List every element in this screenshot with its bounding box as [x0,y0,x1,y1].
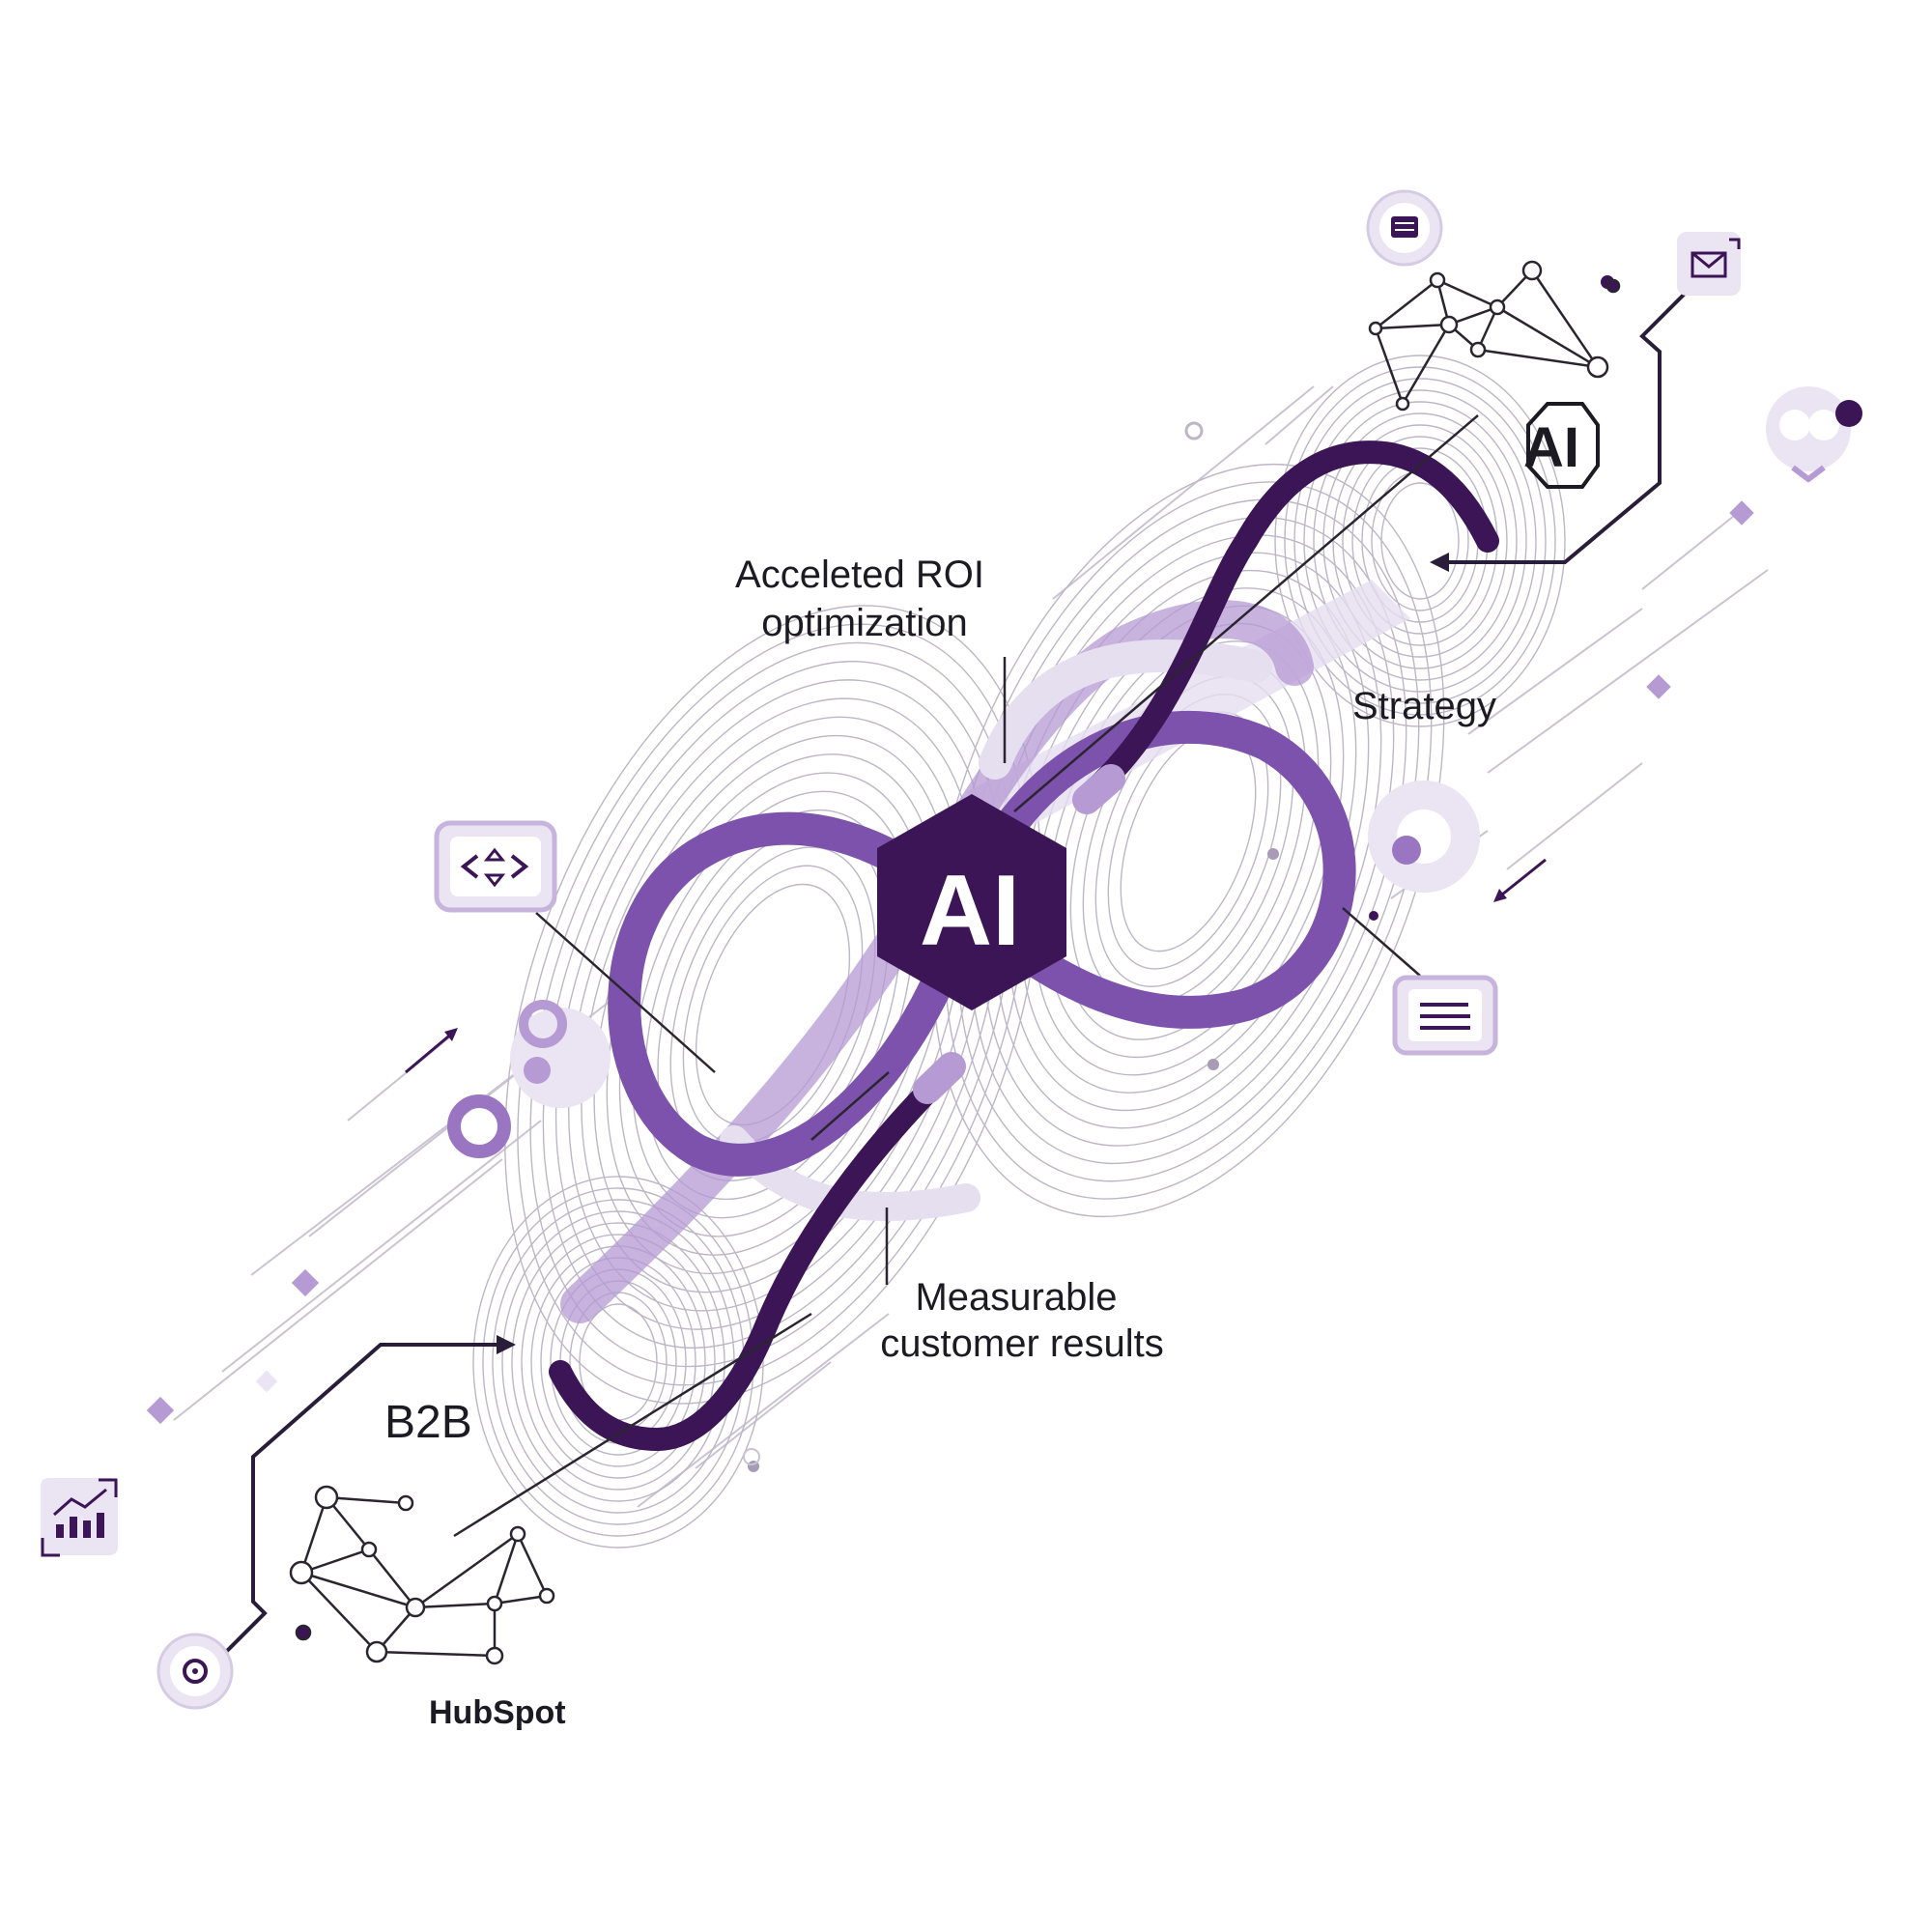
network-node [485,1646,504,1665]
contour-ring [511,1222,725,1502]
network-edge [1375,323,1450,330]
target-icon [156,1633,234,1710]
network-edge [494,1594,548,1605]
network-node [289,1560,314,1585]
arrow-head-top [1430,553,1449,572]
contour-ring [593,734,952,1275]
text-lines-icon [1392,975,1498,1056]
network-node [397,1494,414,1512]
network-node [314,1485,339,1510]
network-edge [1401,324,1451,405]
dark-ribbon-upper [1080,440,1499,804]
network-edge [376,1650,496,1658]
user-icon [1766,386,1862,483]
network-node [295,1624,312,1641]
network-bottom [289,1485,555,1665]
pale-arc-top [979,639,1272,780]
network-node [1439,315,1459,334]
network-node [509,1525,526,1543]
network-node [1429,271,1446,289]
network-node [1395,396,1410,412]
contour-ring [1303,389,1537,693]
contour-ring [521,1234,716,1491]
network-edge [1496,305,1599,369]
network-node [360,1541,378,1558]
document-icon [1366,189,1443,267]
results-label-line1: Measurable [915,1276,1117,1319]
contour-ring [1274,355,1566,727]
code-icon [434,820,557,913]
ai-hexagon: AI [877,794,1066,1010]
ai-center-label: AI [920,855,1020,967]
contour-ring [1322,412,1518,669]
network-node [405,1597,426,1618]
network-node [538,1587,555,1605]
right-rings [1368,781,1480,893]
chart-growth-icon [41,1478,118,1557]
left-rings [447,1000,611,1158]
network-edge [1436,278,1498,309]
ai-badge-label: AI [1523,416,1579,479]
connector-lines [453,414,1479,1538]
contour-ring [1380,482,1460,600]
network-edge [1477,348,1599,369]
hubspot-label: HubSpot [429,1694,566,1731]
network-edge [1375,279,1438,329]
network-node [1605,278,1621,294]
network-edge [300,1571,416,1609]
ai-badge: AI [1523,402,1600,489]
contour-ring [1293,378,1547,704]
decorative-shapes [146,275,1754,1472]
network-edge [414,1532,519,1609]
network-edge [299,1496,328,1574]
circuit-trace-bottom [216,1343,506,1662]
network-edge [368,1548,416,1608]
results-label-line2: customer results [880,1322,1163,1365]
contour-ring [1313,401,1527,681]
small-arrows [405,858,1547,1074]
network-edge [300,1548,370,1575]
network-edge [1530,270,1600,368]
network-edge [1374,327,1405,405]
contour-ring [529,641,1016,1368]
contour-ring [472,1176,764,1548]
network-node [1368,321,1383,336]
contour-ring [542,660,1004,1350]
network-edge [516,1533,549,1597]
network-edge [300,1572,378,1653]
contour-ring [517,623,1029,1386]
network-node [1586,355,1609,379]
strategy-label: Strategy [1352,685,1496,727]
mail-icon [1677,232,1741,296]
arrow-tip-left [444,1028,458,1041]
network-top [1368,260,1621,412]
dark-ribbon-upper-end [1072,764,1125,814]
contour-ring [581,716,965,1293]
network-node [1489,298,1506,316]
network-edge [414,1602,496,1609]
network-node [365,1640,388,1663]
roi-label-line1: Acceleted ROI [735,554,984,596]
dark-ribbon-lower-end [913,1052,966,1104]
arrow-tip-right [1493,889,1507,902]
network-node [1521,260,1543,281]
dark-ribbon-lower [549,1061,958,1452]
network-edge [326,1495,407,1505]
roi-label-line2: optimization [761,602,967,644]
b2b-label: B2B [384,1397,472,1448]
network-node [1469,341,1487,358]
contour-ring [1332,424,1508,658]
contour-ring [1284,366,1556,716]
network-edge [493,1533,520,1605]
arrow-head-bottom [497,1335,516,1354]
network-node [486,1595,503,1612]
